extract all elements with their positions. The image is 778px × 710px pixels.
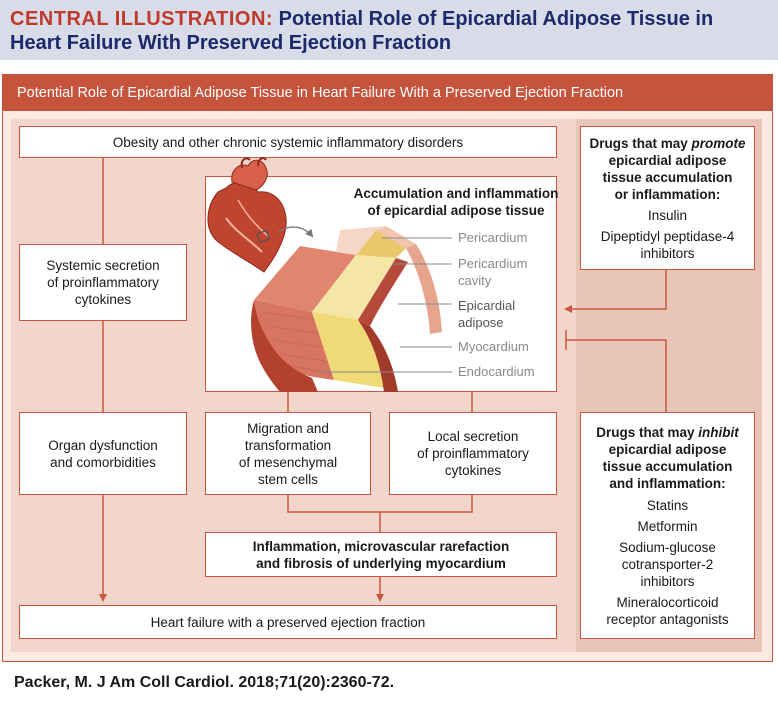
- header-title-part-2: Heart Failure With Preserved Ejection Fr…: [10, 32, 452, 54]
- migration-line-3: of mesenchymal: [238, 454, 338, 470]
- promote-drug-2: Dipeptidyl peptidase-4: [600, 228, 735, 244]
- header-line-1: CENTRAL ILLUSTRATION: Potential Role of …: [10, 7, 778, 31]
- inhibit-heading-prefix: Drugs that may: [596, 424, 699, 440]
- accumulation-line-2: of epicardial adipose tissue: [367, 203, 545, 218]
- inhibit-heading-line-4: and inflammation:: [609, 475, 726, 491]
- obesity-box: Obesity and other chronic systemic infla…: [19, 126, 557, 158]
- promote-heading-line-3: tissue accumulation: [602, 169, 733, 185]
- migration-line-1: Migration and: [247, 420, 329, 436]
- local-line-1: Local secretion: [427, 429, 519, 444]
- inhibit-drug-6: Mineralocorticoid: [616, 594, 719, 610]
- fibrosis-line-1: Inflammation, microvascular rarefaction: [252, 538, 510, 554]
- label-endocardium: Endocardium: [458, 364, 535, 379]
- inhibit-drugs-box: Drugs that may inhibit epicardial adipos…: [580, 412, 755, 639]
- inhibit-heading-line-3: tissue accumulation: [602, 458, 733, 474]
- hfpef-box: Heart failure with a preserved ejection …: [19, 605, 557, 639]
- fibrosis-box: Inflammation, microvascular rarefaction …: [205, 532, 557, 577]
- promote-emphasis: promote: [691, 135, 746, 151]
- label-epicardial-2: adipose: [458, 315, 504, 330]
- fibrosis-line-2: and fibrosis of underlying myocardium: [256, 555, 506, 571]
- migration-box: Migration and transformation of mesenchy…: [205, 412, 371, 495]
- label-pericardium-cavity-1: Pericardium: [458, 256, 528, 271]
- label-pericardium-cavity-2: cavity: [458, 273, 492, 288]
- promote-heading-prefix: Drugs that may: [589, 135, 692, 151]
- promote-drugs-box: Drugs that may promote epicardial adipos…: [580, 126, 755, 270]
- inhibit-heading-line-1: Drugs that may inhibit: [596, 424, 739, 441]
- organ-line-2: and comorbidities: [50, 454, 156, 470]
- local-secretion-box: Local secretion of proinflammatory cytok…: [389, 412, 557, 495]
- obesity-label: Obesity and other chronic systemic infla…: [112, 134, 464, 150]
- label-pericardium: Pericardium: [458, 230, 528, 245]
- inhibit-drug-2: Metformin: [637, 518, 698, 534]
- migration-line-4: stem cells: [257, 471, 318, 487]
- systemic-line-2: of proinflammatory: [47, 275, 159, 290]
- promote-drug-1: Insulin: [647, 207, 688, 223]
- promote-heading-line-4: or inflammation:: [614, 186, 721, 202]
- citation: Packer, M. J Am Coll Cardiol. 2018;71(20…: [14, 674, 395, 691]
- local-line-2: of proinflammatory: [417, 446, 529, 461]
- header-kicker: CENTRAL ILLUSTRATION:: [10, 8, 274, 30]
- inhibit-drug-4: cotransporter-2: [621, 556, 714, 572]
- figure-header: CENTRAL ILLUSTRATION: Potential Role of …: [0, 0, 778, 60]
- inhibit-drug-3: Sodium-glucose: [619, 539, 716, 555]
- label-myocardium: Myocardium: [458, 339, 529, 354]
- promote-heading-line-2: epicardial adipose: [608, 152, 727, 168]
- inhibit-heading-line-2: epicardial adipose: [608, 441, 727, 457]
- accumulation-line-1: Accumulation and inflammation: [353, 186, 559, 201]
- accumulation-box: Accumulation and inflammation of epicard…: [205, 176, 559, 392]
- label-epicardial-1: Epicardial: [458, 298, 516, 313]
- header-title-part-1: Potential Role of Epicardial Adipose Tis…: [278, 8, 714, 30]
- inhibit-emphasis: inhibit: [698, 424, 739, 440]
- panel-banner: Potential Role of Epicardial Adipose Tis…: [3, 75, 772, 111]
- systemic-secretion-box: Systemic secretion of proinflammatory cy…: [19, 244, 187, 321]
- organ-line-1: Organ dysfunction: [48, 437, 158, 453]
- promote-drug-3: inhibitors: [640, 245, 695, 261]
- systemic-line-1: Systemic secretion: [46, 258, 160, 273]
- hfpef-label: Heart failure with a preserved ejection …: [150, 614, 426, 630]
- migration-line-2: transformation: [244, 437, 332, 453]
- promote-heading-line-1: Drugs that may promote: [589, 135, 745, 152]
- inhibit-drug-7: receptor antagonists: [606, 611, 729, 627]
- organ-dysfunction-box: Organ dysfunction and comorbidities: [19, 412, 187, 495]
- systemic-line-3: cytokines: [74, 292, 132, 307]
- inhibit-drug-1: Statins: [646, 497, 689, 513]
- inhibit-drug-5: inhibitors: [640, 573, 695, 589]
- local-line-3: cytokines: [444, 463, 502, 478]
